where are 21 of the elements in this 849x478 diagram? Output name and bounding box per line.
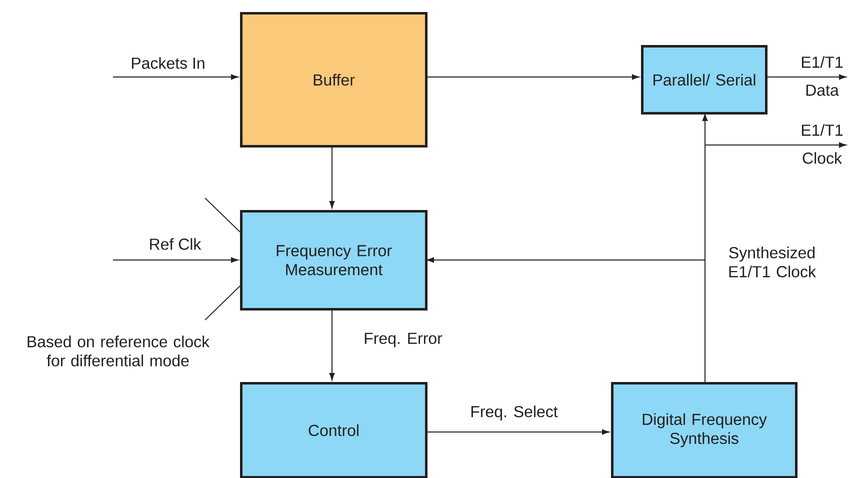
arrow [112, 257, 238, 263]
edge-label: E1/T1 Clock [802, 124, 843, 164]
measurement-box: Frequency Error Measurement [240, 210, 428, 310]
edge-label: Packets In [132, 57, 204, 69]
buffer-box: Buffer [240, 12, 428, 148]
arrow [329, 144, 335, 208]
arrow [767, 74, 846, 80]
arrow [424, 429, 610, 435]
arrow [112, 74, 238, 80]
edge-label: Freq. Error [364, 332, 442, 348]
edge-label: E1/T1 Data [802, 56, 843, 96]
converter-box: Parallel/ Serial [641, 45, 768, 114]
arrow [329, 308, 335, 380]
synthesis-box: Digital Frequency Synthesis [611, 382, 798, 478]
edge-label: Freq. Select [471, 406, 558, 420]
control-box: Control [240, 382, 428, 478]
edge-label: Synthesized E1/T1 Clock [729, 246, 816, 278]
edge-label: Ref Clk [150, 238, 202, 250]
note-text: Based on reference clock for differential mode [28, 336, 210, 366]
arrow [424, 74, 640, 80]
arrow [704, 142, 846, 382]
